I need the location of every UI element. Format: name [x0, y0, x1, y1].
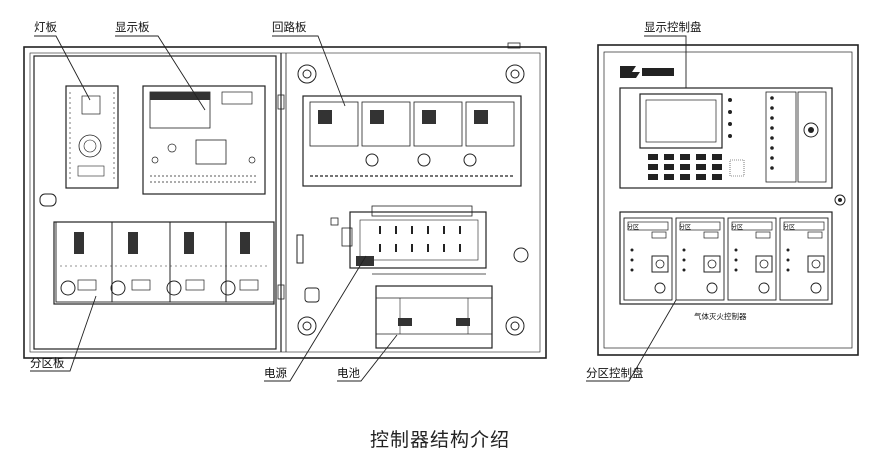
mounting-bosses [296, 64, 529, 336]
display-control-panel [619, 87, 833, 189]
zone-boards [53, 221, 275, 305]
display-board [142, 85, 266, 195]
device-name: 气体灭火控制器 [694, 311, 747, 321]
label-power: 电源 [264, 366, 287, 380]
zone-tag-3: 分区 [731, 223, 743, 231]
brand-logo-mark-icon [642, 68, 674, 76]
label-light-board: 灯板 [34, 20, 57, 34]
label-loop-board: 回路板 [272, 20, 307, 34]
label-display-panel: 显示控制盘 [644, 20, 702, 34]
cabinet-left [23, 42, 547, 359]
light-board [65, 85, 119, 189]
battery [375, 285, 493, 349]
brand-logo-icon [620, 66, 640, 78]
zone-tag-4: 分区 [783, 223, 795, 231]
label-display-board: 显示板 [115, 20, 150, 34]
label-zone-panel: 分区控制盘 [586, 366, 644, 380]
zone-tag-2: 分区 [679, 223, 691, 231]
cabinet-right [597, 44, 859, 356]
leader-lines [30, 35, 687, 382]
label-battery: 电池 [337, 366, 360, 380]
zone-tag-1: 分区 [627, 223, 639, 231]
loop-board [302, 95, 522, 187]
zone-control-panel [619, 211, 833, 305]
panel-texts: 分区 分区 分区 分区 气体灭火控制器 [627, 223, 795, 321]
callout-labels: 灯板 显示板 回路板 显示控制盘 分区板 电源 电池 分区控制盘 [30, 20, 702, 380]
label-zone-board: 分区板 [30, 356, 65, 370]
power-supply [304, 205, 487, 303]
figure-caption: 控制器结构介绍 [369, 429, 510, 451]
